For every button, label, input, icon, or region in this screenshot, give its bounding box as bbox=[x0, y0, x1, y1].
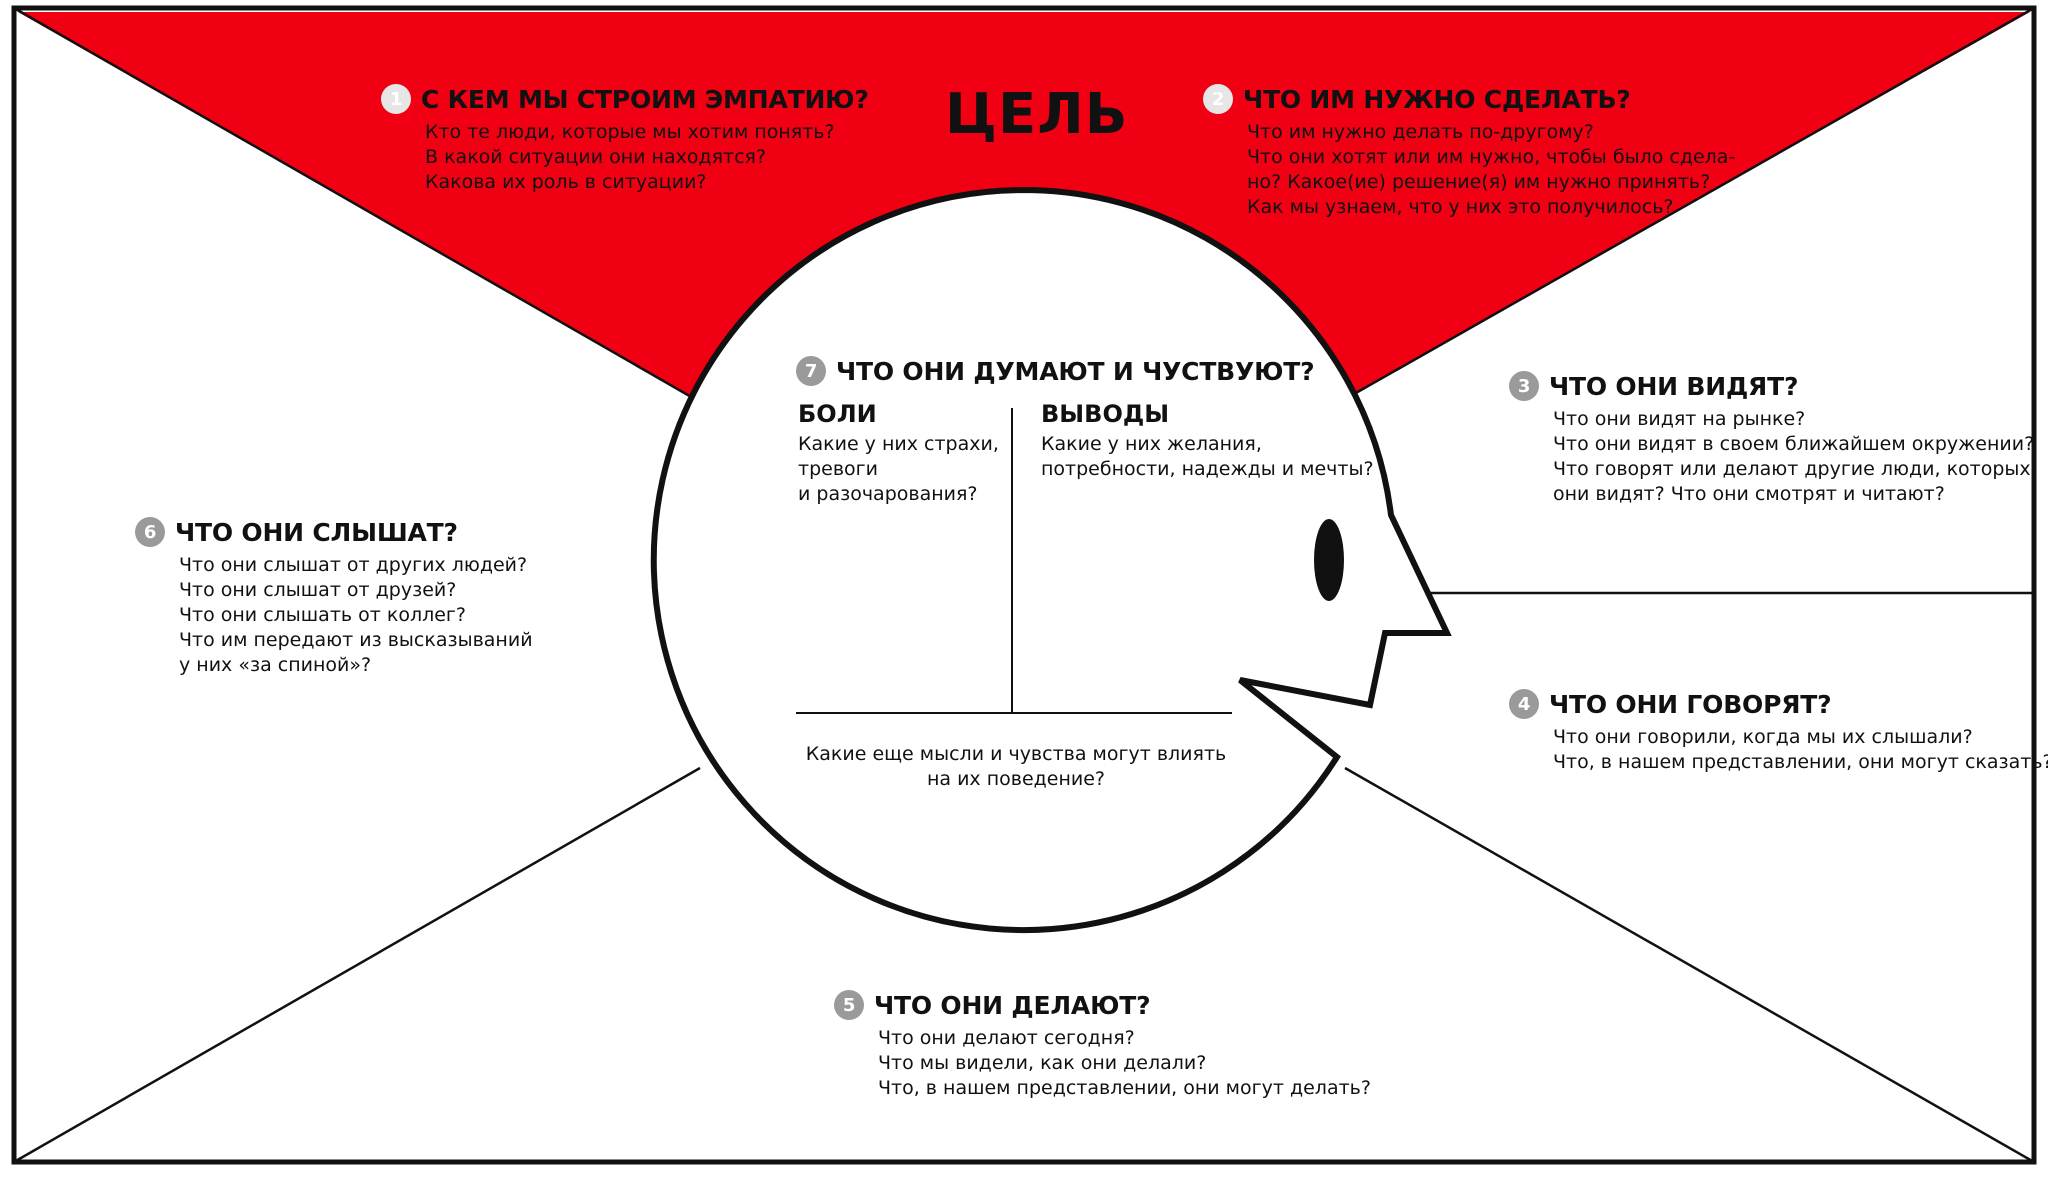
section-number-badge: 4 bbox=[1509, 689, 1539, 719]
divider-bottom-right bbox=[1344, 766, 2035, 1164]
section-title: ЧТО ОНИ ВИДЯТ? bbox=[1549, 371, 1799, 401]
section-say: 4 ЧТО ОНИ ГОВОРЯТ? Что они говорили, ког… bbox=[1509, 689, 2048, 775]
question-line: Что они хотят или им нужно, чтобы было с… bbox=[1247, 146, 1736, 168]
section-who: 1 С КЕМ МЫ СТРОИМ ЭМПАТИЮ? Кто те люди, … bbox=[381, 84, 869, 195]
section-number-badge: 7 bbox=[796, 356, 826, 386]
section-think-feel: 7 ЧТО ОНИ ДУМАЮТ И ЧУСТВУЮТ? bbox=[796, 356, 1315, 386]
section-number-badge: 3 bbox=[1509, 371, 1539, 401]
question-line: Как мы узнаем, что у них это получилось? bbox=[1247, 196, 1674, 218]
pains-block: БОЛИ Какие у них страхи, тревоги и разоч… bbox=[798, 400, 999, 507]
section-hear: 6 ЧТО ОНИ СЛЫШАТ? Что они слышат от друг… bbox=[135, 517, 533, 678]
pains-title: БОЛИ bbox=[798, 400, 877, 428]
question-line: и разочарования? bbox=[798, 483, 978, 505]
question-line: Что говорят или делают другие люди, кото… bbox=[1553, 458, 2031, 480]
question-line: Что они видят на рынке? bbox=[1553, 408, 1806, 430]
question-line: но? Какое(ие) решение(я) им нужно принят… bbox=[1247, 171, 1711, 193]
section-title: ЧТО ОНИ СЛЫШАТ? bbox=[175, 517, 458, 547]
section-title: С КЕМ МЫ СТРОИМ ЭМПАТИЮ? bbox=[421, 84, 869, 114]
other-thoughts-block: Какие еще мысли и чувства могут влиять н… bbox=[796, 742, 1236, 792]
question-line: Что они слышать от коллег? bbox=[179, 604, 466, 626]
section-number-badge: 2 bbox=[1203, 84, 1233, 114]
section-need-to-do: 2 ЧТО ИМ НУЖНО СДЕЛАТЬ? Что им нужно дел… bbox=[1203, 84, 1735, 220]
goal-title: ЦЕЛЬ bbox=[945, 82, 1129, 147]
question-line: Что они слышат от друзей? bbox=[179, 579, 457, 601]
eye bbox=[1314, 519, 1344, 601]
question-line: Что они делают сегодня? bbox=[878, 1027, 1135, 1049]
section-title: ЧТО ОНИ ГОВОРЯТ? bbox=[1549, 689, 1832, 719]
question-line: Что им нужно делать по-другому? bbox=[1247, 121, 1594, 143]
divider-top-left bbox=[13, 6, 701, 404]
question-line: они видят? Что они смотрят и читают? bbox=[1553, 483, 1945, 505]
question-line: В какой ситуации они находятся? bbox=[425, 146, 767, 168]
question-line: Какова их роль в ситуации? bbox=[425, 171, 707, 193]
section-title: ЧТО ОНИ ДУМАЮТ И ЧУСТВУЮТ? bbox=[836, 356, 1315, 386]
question-line: Что они слышат от других людей? bbox=[179, 554, 528, 576]
question-line: Какие еще мысли и чувства могут влиять bbox=[805, 743, 1227, 765]
section-number-badge: 5 bbox=[834, 990, 864, 1020]
question-line: Что им передают из высказываний bbox=[179, 629, 533, 651]
question-line: Кто те люди, которые мы хотим понять? bbox=[425, 121, 835, 143]
question-line: Какие у них желания, bbox=[1041, 433, 1262, 455]
divider-top-right bbox=[1339, 6, 2035, 404]
question-line: Что мы видели, как они делали? bbox=[878, 1052, 1207, 1074]
question-line: Какие у них страхи, bbox=[798, 433, 999, 455]
divider-bottom-left bbox=[13, 766, 701, 1164]
gains-title: ВЫВОДЫ bbox=[1041, 400, 1170, 428]
question-line: Что они видят в своем ближайшем окружени… bbox=[1553, 433, 2035, 455]
question-line: Что они говорили, когда мы их слышали? bbox=[1553, 726, 1973, 748]
question-line: у них «за спиной»? bbox=[179, 654, 372, 676]
question-line: Что, в нашем представлении, они могут ск… bbox=[1553, 751, 2048, 773]
section-see: 3 ЧТО ОНИ ВИДЯТ? Что они видят на рынке?… bbox=[1509, 371, 2034, 507]
section-title: ЧТО ОНИ ДЕЛАЮТ? bbox=[874, 990, 1151, 1020]
gains-block: ВЫВОДЫ Какие у них желания, потребности,… bbox=[1041, 400, 1374, 482]
section-title: ЧТО ИМ НУЖНО СДЕЛАТЬ? bbox=[1243, 84, 1631, 114]
section-number-badge: 6 bbox=[135, 517, 165, 547]
section-number-badge: 1 bbox=[381, 84, 411, 114]
question-line: на их поведение? bbox=[926, 768, 1106, 790]
canvas-border bbox=[11, 5, 2037, 1165]
question-line: тревоги bbox=[798, 458, 878, 480]
head-outline bbox=[650, 187, 1452, 934]
section-do: 5 ЧТО ОНИ ДЕЛАЮТ? Что они делают сегодня… bbox=[834, 990, 1371, 1101]
question-line: Что, в нашем представлении, они могут де… bbox=[878, 1077, 1371, 1099]
question-line: потребности, надежды и мечты? bbox=[1041, 458, 1374, 480]
